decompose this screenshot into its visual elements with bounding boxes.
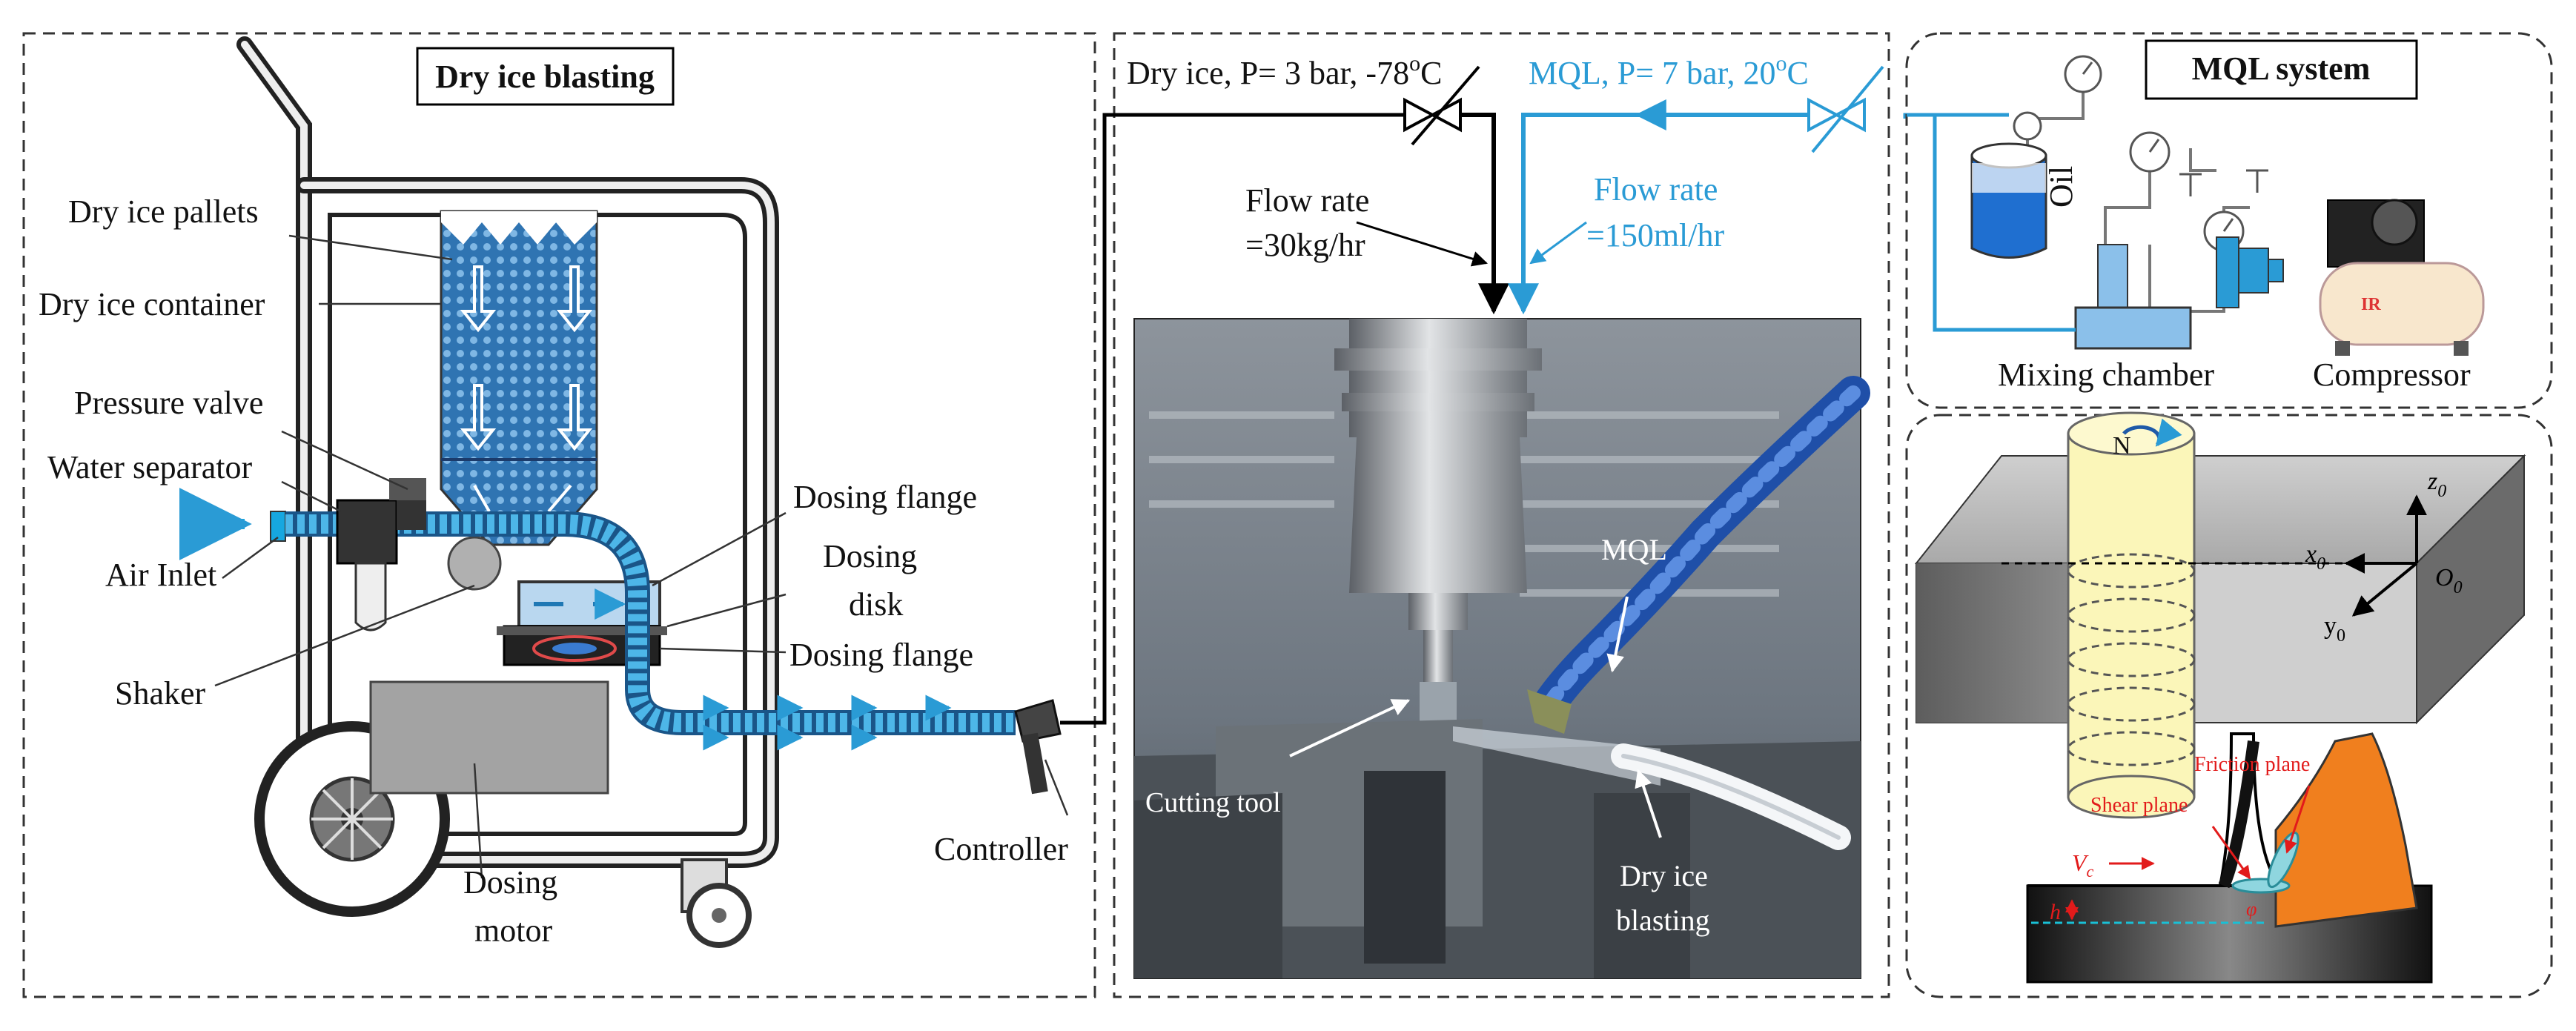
- dosing-motor: [369, 680, 609, 795]
- cutting-speed-label: Vc: [2072, 849, 2094, 881]
- panel-title-dry-ice: Dry ice blasting: [435, 59, 655, 95]
- dry-ice-valve-icon: [1403, 65, 1480, 146]
- dry-ice-supply-label: Dry ice, P= 3 bar, -78oC: [1127, 51, 1442, 91]
- axis-z-label: z0: [2427, 468, 2446, 501]
- axis-x-label: x0: [2305, 540, 2325, 574]
- caster-wheel: [681, 858, 752, 948]
- mql-system-panel: MQL system Oil: [1905, 32, 2553, 409]
- title-box: [416, 47, 675, 106]
- dry-ice-blasting-panel: Dry ice blasting: [22, 32, 1096, 998]
- label-dosing-disk-line1: Dosing: [823, 538, 917, 574]
- machining-photo: MQL Cutting tool Dry ice blasting: [1133, 318, 1870, 979]
- label-shaker: Shaker: [115, 675, 206, 712]
- mql-output-line: [1907, 113, 2076, 332]
- label-dosing-disk-line2: disk: [849, 586, 903, 623]
- shear-plane-label: Shear plane: [2090, 794, 2188, 817]
- chip: [2274, 732, 2418, 928]
- photo-label-dry-ice-line1: Dry ice: [1620, 859, 1708, 892]
- mql-feed-line: [1508, 113, 1809, 315]
- label-dosing-motor-line1: Dosing: [463, 864, 557, 901]
- mixing-chamber: [2074, 236, 2284, 350]
- label-water-separator: Water separator: [47, 449, 253, 485]
- leader-lines: [214, 234, 1069, 879]
- panel-border: [1905, 32, 2553, 409]
- panel-title-mql: MQL system: [2192, 50, 2371, 87]
- label-compressor: Compressor: [2313, 357, 2471, 393]
- cart-frame: [236, 36, 779, 868]
- compressor-brand: IR: [2361, 295, 2381, 314]
- oil-label: Oil: [2043, 166, 2079, 208]
- panel-border: [1113, 32, 1890, 998]
- milling-cutter: N: [2067, 411, 2196, 819]
- center-panel: Dry ice, P= 3 bar, -78oC MQL, P= 7 bar, …: [1096, 32, 2009, 998]
- photo-label-mql: MQL: [1601, 533, 1667, 566]
- label-dry-ice-pallets: Dry ice pallets: [68, 193, 259, 230]
- shear-angle-label: φ: [2246, 898, 2257, 920]
- label-dry-ice-container: Dry ice container: [39, 286, 265, 322]
- flow-dry-pointer: [1356, 221, 1489, 267]
- workpiece-block: [1914, 454, 2526, 725]
- panel-border: [1905, 414, 2553, 998]
- spindle-direction-label: N: [2113, 432, 2131, 460]
- label-mixing-chamber: Mixing chamber: [1998, 357, 2214, 393]
- coordinate-axes: [2001, 494, 2427, 617]
- flow-rate-dry-ice-line1: Flow rate: [1245, 182, 1369, 219]
- label-dosing-flange-bottom: Dosing flange: [789, 637, 973, 673]
- panel-border: [22, 32, 1096, 998]
- rotation-arrow-icon: [2122, 418, 2182, 447]
- photo-label-cutting-tool: Cutting tool: [1145, 787, 1281, 818]
- dry-ice-supply-line: [1096, 113, 1405, 725]
- mql-valve-icon: [1807, 65, 1884, 153]
- label-pressure-valve: Pressure valve: [74, 385, 263, 421]
- flow-mql-pointer: [1529, 221, 1587, 265]
- mql-supply-line: [1903, 113, 2009, 119]
- label-dosing-motor-line2: motor: [474, 912, 552, 949]
- title-box: [2145, 39, 2418, 100]
- pressure-gauge-icons: [2013, 55, 2268, 252]
- label-controller: Controller: [934, 831, 1068, 867]
- depth-h-label: h: [2050, 900, 2061, 924]
- axis-y-label: y0: [2324, 612, 2345, 646]
- compressor: IR: [2319, 199, 2485, 356]
- air-line: [179, 478, 1016, 751]
- friction-plane-label: Friction plane: [2194, 753, 2310, 776]
- cutting-mechanics-panel: N z0 x0 y0 O0 Friction plane: [1905, 411, 2553, 998]
- label-dosing-flange-top: Dosing flange: [793, 479, 977, 515]
- dosing-unit: [369, 536, 667, 795]
- dry-ice-container: [440, 210, 598, 546]
- flow-rate-mql-line1: Flow rate: [1594, 171, 1718, 208]
- oil-tank: Oil: [1970, 142, 2079, 259]
- orthogonal-cutting-detail: Friction plane Shear plane Vc h φ: [2026, 732, 2433, 984]
- photo-label-dry-ice-line2: blasting: [1616, 904, 1710, 937]
- flow-rate-mql-line2: =150ml/hr: [1586, 217, 1724, 253]
- origin-label: O0: [2435, 564, 2463, 597]
- shaker-body: [447, 536, 502, 591]
- flow-rate-dry-ice-line2: =30kg/hr: [1245, 227, 1365, 263]
- dry-ice-feed-line: [1460, 113, 1509, 315]
- mql-supply-label: MQL, P= 7 bar, 20oC: [1529, 51, 1809, 91]
- label-air-inlet: Air Inlet: [105, 557, 216, 593]
- controller-gun: [1014, 699, 1096, 795]
